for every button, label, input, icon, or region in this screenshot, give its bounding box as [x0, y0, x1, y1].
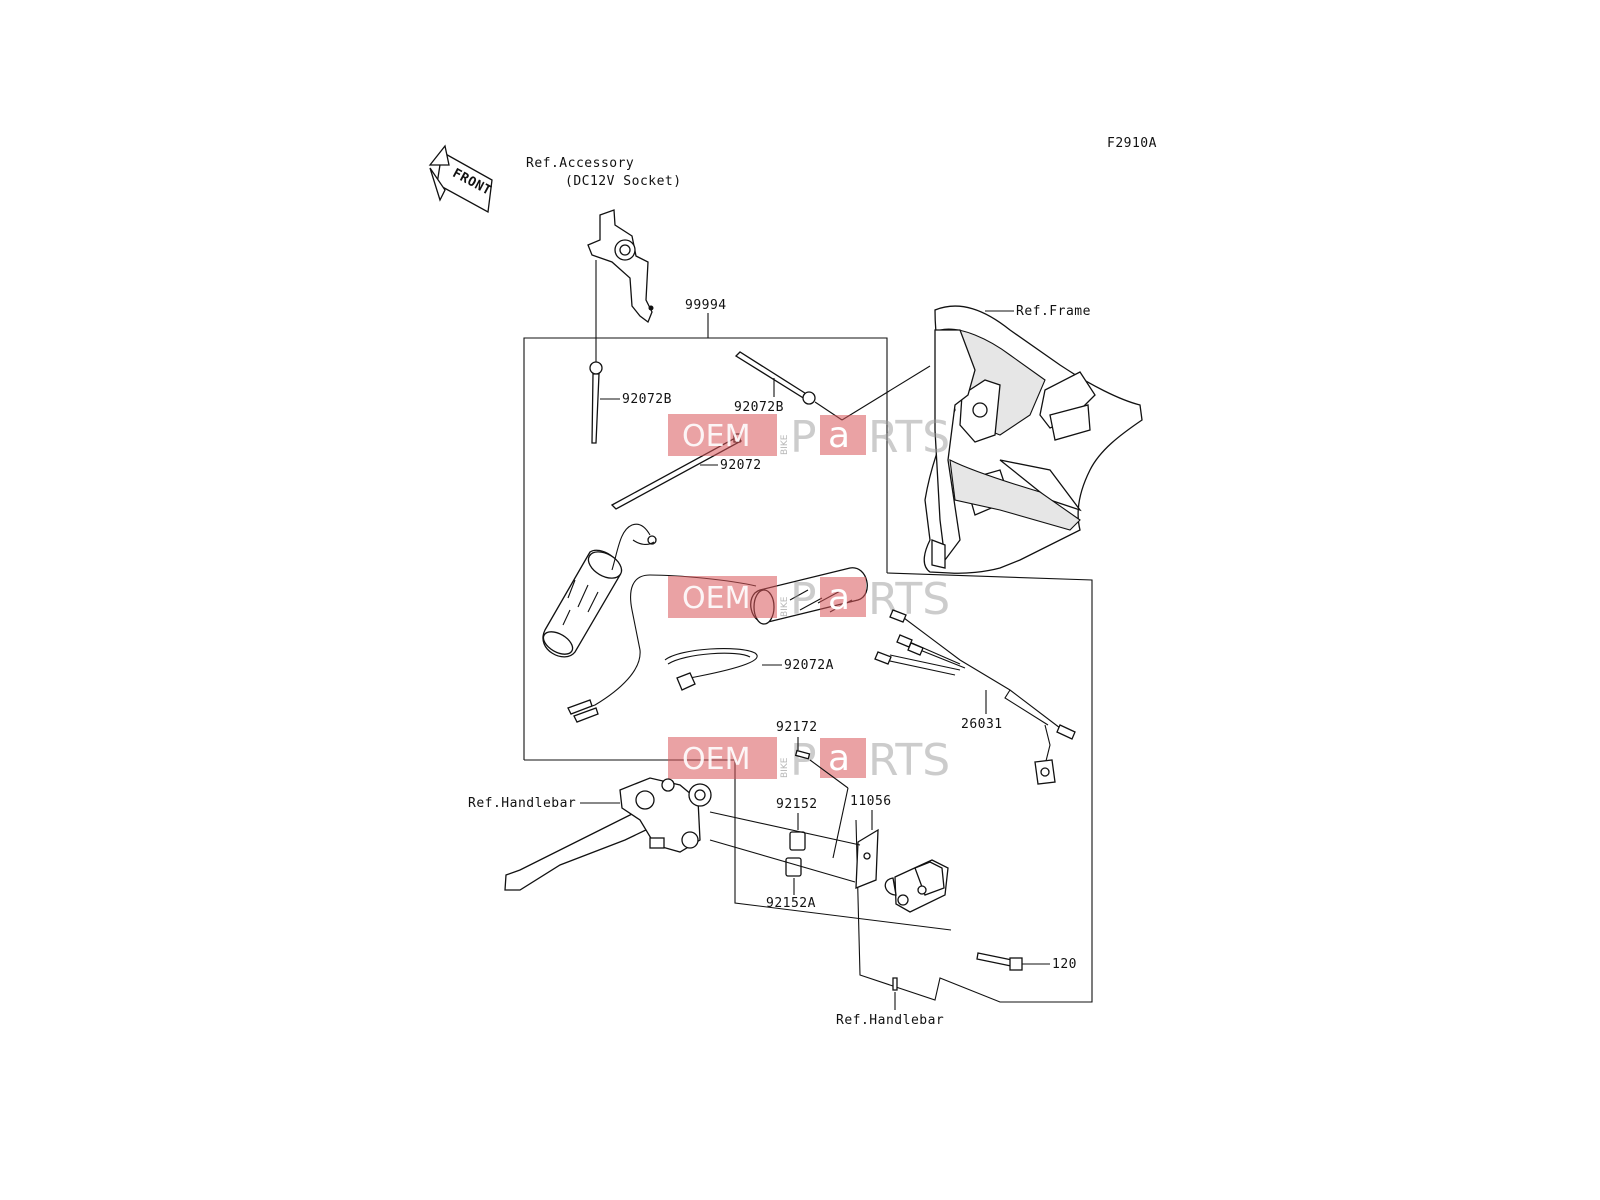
part-26031-label: 26031	[961, 717, 1003, 732]
watermark-1: OEM BIKE P a RTS	[668, 412, 950, 463]
svg-text:BIKE: BIKE	[780, 596, 790, 617]
part-92072b-right	[734, 351, 816, 405]
svg-text:BIKE: BIKE	[780, 434, 790, 455]
svg-text:P: P	[790, 412, 817, 463]
part-92152-label: 92152	[776, 797, 818, 812]
grip-left	[542, 523, 657, 658]
ref-accessory-label: Ref.Accessory	[526, 156, 634, 171]
svg-text:a: a	[828, 738, 850, 779]
clutch-lever	[504, 777, 712, 891]
part-120-label: 120	[1052, 957, 1077, 972]
svg-text:OEM: OEM	[682, 581, 750, 616]
ref-accessory-sublabel: (DC12V Socket)	[565, 174, 682, 189]
part-120	[976, 952, 1023, 971]
ref-frame-label: Ref.Frame	[1016, 304, 1091, 319]
part-11056	[855, 828, 879, 889]
part-92072b-left-label: 92072B	[622, 392, 672, 407]
ref-handlebar-left-label: Ref.Handlebar	[468, 796, 576, 811]
watermark-3: OEM BIKE P a RTS	[668, 735, 950, 786]
figure-code: F2910A	[1107, 136, 1157, 151]
part-92072b-left	[589, 361, 603, 444]
part-92152	[789, 831, 806, 851]
part-92172-label: 92172	[776, 720, 818, 735]
svg-text:P: P	[790, 735, 817, 786]
part-92072a-label: 92072A	[784, 658, 834, 673]
handlebar-pin	[892, 977, 898, 991]
part-99994-label: 99994	[685, 298, 727, 313]
part-92072b-right-label: 92072B	[734, 400, 784, 415]
frame-cowl	[923, 305, 1143, 574]
part-92072a	[664, 648, 758, 691]
watermark-2: OEM BIKE P a RTS	[668, 574, 950, 625]
part-92172	[794, 749, 811, 760]
svg-text:OEM: OEM	[682, 742, 750, 777]
part-92152a-label: 92152A	[766, 896, 816, 911]
socket-bracket	[587, 209, 654, 324]
svg-text:RTS: RTS	[868, 412, 950, 463]
svg-text:RTS: RTS	[868, 735, 950, 786]
svg-text:a: a	[828, 577, 850, 618]
ref-handlebar-bottom-label: Ref.Handlebar	[836, 1013, 944, 1028]
svg-text:OEM: OEM	[682, 419, 750, 454]
part-26031	[874, 609, 1076, 785]
part-11056-label: 11056	[850, 794, 892, 809]
part-92152a	[785, 857, 802, 877]
svg-text:a: a	[828, 415, 850, 456]
front-arrow-icon: FRONT	[428, 144, 494, 214]
heater-switch	[884, 859, 949, 913]
part-92072-label: 92072	[720, 458, 762, 473]
svg-text:RTS: RTS	[868, 574, 950, 625]
svg-text:P: P	[790, 574, 817, 625]
svg-text:BIKE: BIKE	[780, 757, 790, 778]
